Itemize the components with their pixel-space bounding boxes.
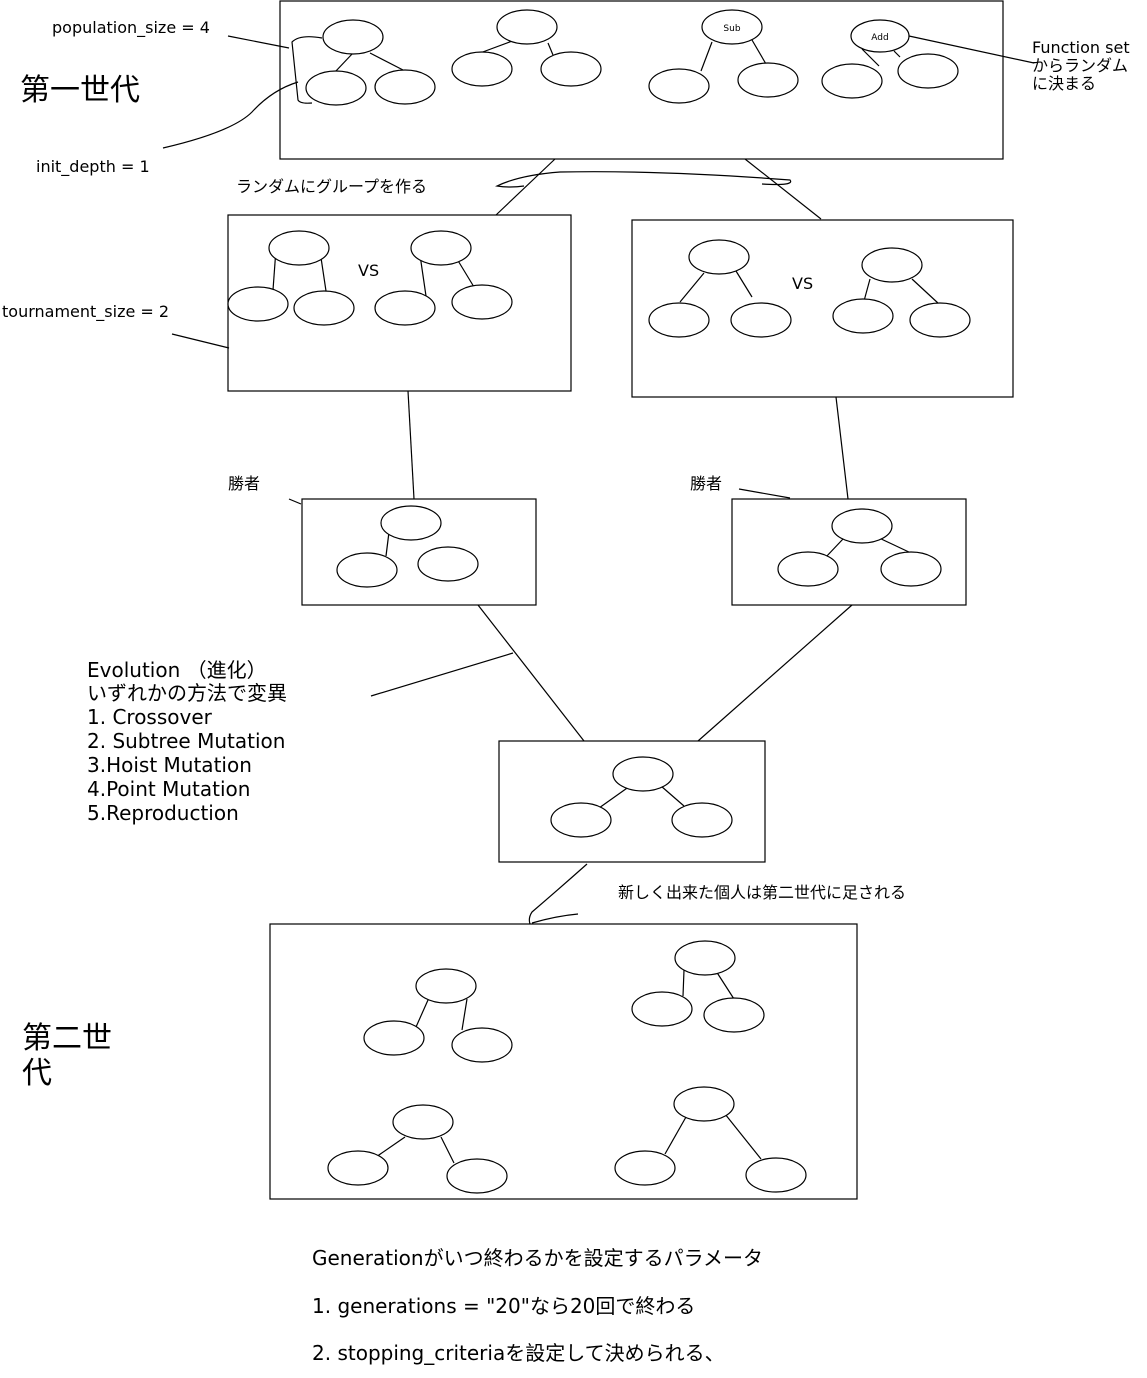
function-set-label-2: からランダム (1032, 56, 1128, 75)
winner-pointer-left (288, 498, 302, 505)
gen1-tree-1 (305, 19, 436, 106)
population-size-label: population_size = 4 (52, 18, 210, 38)
gen2-tree-3 (327, 1104, 508, 1194)
gen2-title-line-1: 第二世 (22, 1021, 112, 1056)
gen1-tree-4: Add (821, 19, 959, 99)
split-line-right (744, 158, 822, 220)
evolution-method-3: 3.Hoist Mutation (87, 753, 252, 777)
function-set-label-3: に決まる (1032, 74, 1096, 93)
winner-left-to-offspring (477, 604, 585, 742)
tournament-right-tree-2 (832, 247, 971, 338)
tournament-right-tree-1 (648, 239, 792, 338)
evolution-method-4: 4.Point Mutation (87, 777, 250, 801)
gen2-tree-2 (631, 940, 765, 1033)
evolution-method-1: 1. Crossover (87, 705, 213, 729)
gen1-tree-3: Sub (648, 9, 799, 104)
init-depth-pointer (162, 81, 299, 149)
vs-label-left: VS (358, 261, 379, 280)
evolution-title: Evolution （進化） (87, 658, 267, 682)
function-set-pointer (908, 35, 1035, 64)
params-generations: 1. generations = "20"なら20回で終わる (312, 1294, 695, 1318)
tournament-size-label: tournament_size = 2 (2, 302, 169, 322)
add-node-label: Add (871, 33, 888, 43)
evolution-method-2: 2. Subtree Mutation (87, 729, 285, 753)
gen2-tree-1 (363, 968, 513, 1063)
winner-right-to-offspring (697, 604, 853, 742)
tournament-left-tree-1 (227, 230, 355, 326)
evolution-pointer (370, 652, 514, 697)
random-group-label: ランダムにグループを作る (236, 177, 427, 196)
sub-node-label: Sub (723, 24, 740, 34)
offspring-tree (550, 756, 733, 838)
right-to-winner-line (835, 396, 849, 500)
population-size-pointer (227, 35, 290, 49)
winner-right-tree (777, 508, 942, 587)
winner-pointer-right (738, 488, 791, 499)
winner-label-left: 勝者 (228, 474, 260, 493)
split-line-left (495, 158, 556, 216)
init-depth-label: init_depth = 1 (36, 157, 150, 177)
gen2-title-line-2: 代 (22, 1056, 52, 1091)
vs-label-right: VS (792, 274, 813, 293)
winner-label-right: 勝者 (690, 474, 722, 493)
evolution-desc: いずれかの方法で変異 (87, 681, 287, 705)
tournament-size-pointer (171, 333, 230, 349)
gen1-title: 第一世代 (20, 73, 140, 108)
tournament-left-tree-2 (374, 230, 513, 326)
sub-node (701, 9, 763, 45)
left-to-winner-line (407, 390, 415, 500)
params-title: Generationがいつ終わるかを設定するパラメータ (312, 1246, 763, 1270)
gen1-tree-2 (451, 9, 602, 87)
function-set-label-1: Function set (1032, 38, 1130, 57)
random-group-pointer (494, 171, 792, 188)
evolution-method-5: 5.Reproduction (87, 801, 239, 825)
new-individual-arrow (528, 863, 588, 925)
gen2-tree-4 (614, 1086, 807, 1193)
winner-left-tree (336, 505, 479, 588)
init-depth-bracket (291, 36, 323, 104)
params-stopping-criteria: 2. stopping_criteriaを設定して決められる、 (312, 1341, 725, 1365)
new-individual-label: 新しく出来た個人は第二世代に足される (618, 883, 906, 902)
